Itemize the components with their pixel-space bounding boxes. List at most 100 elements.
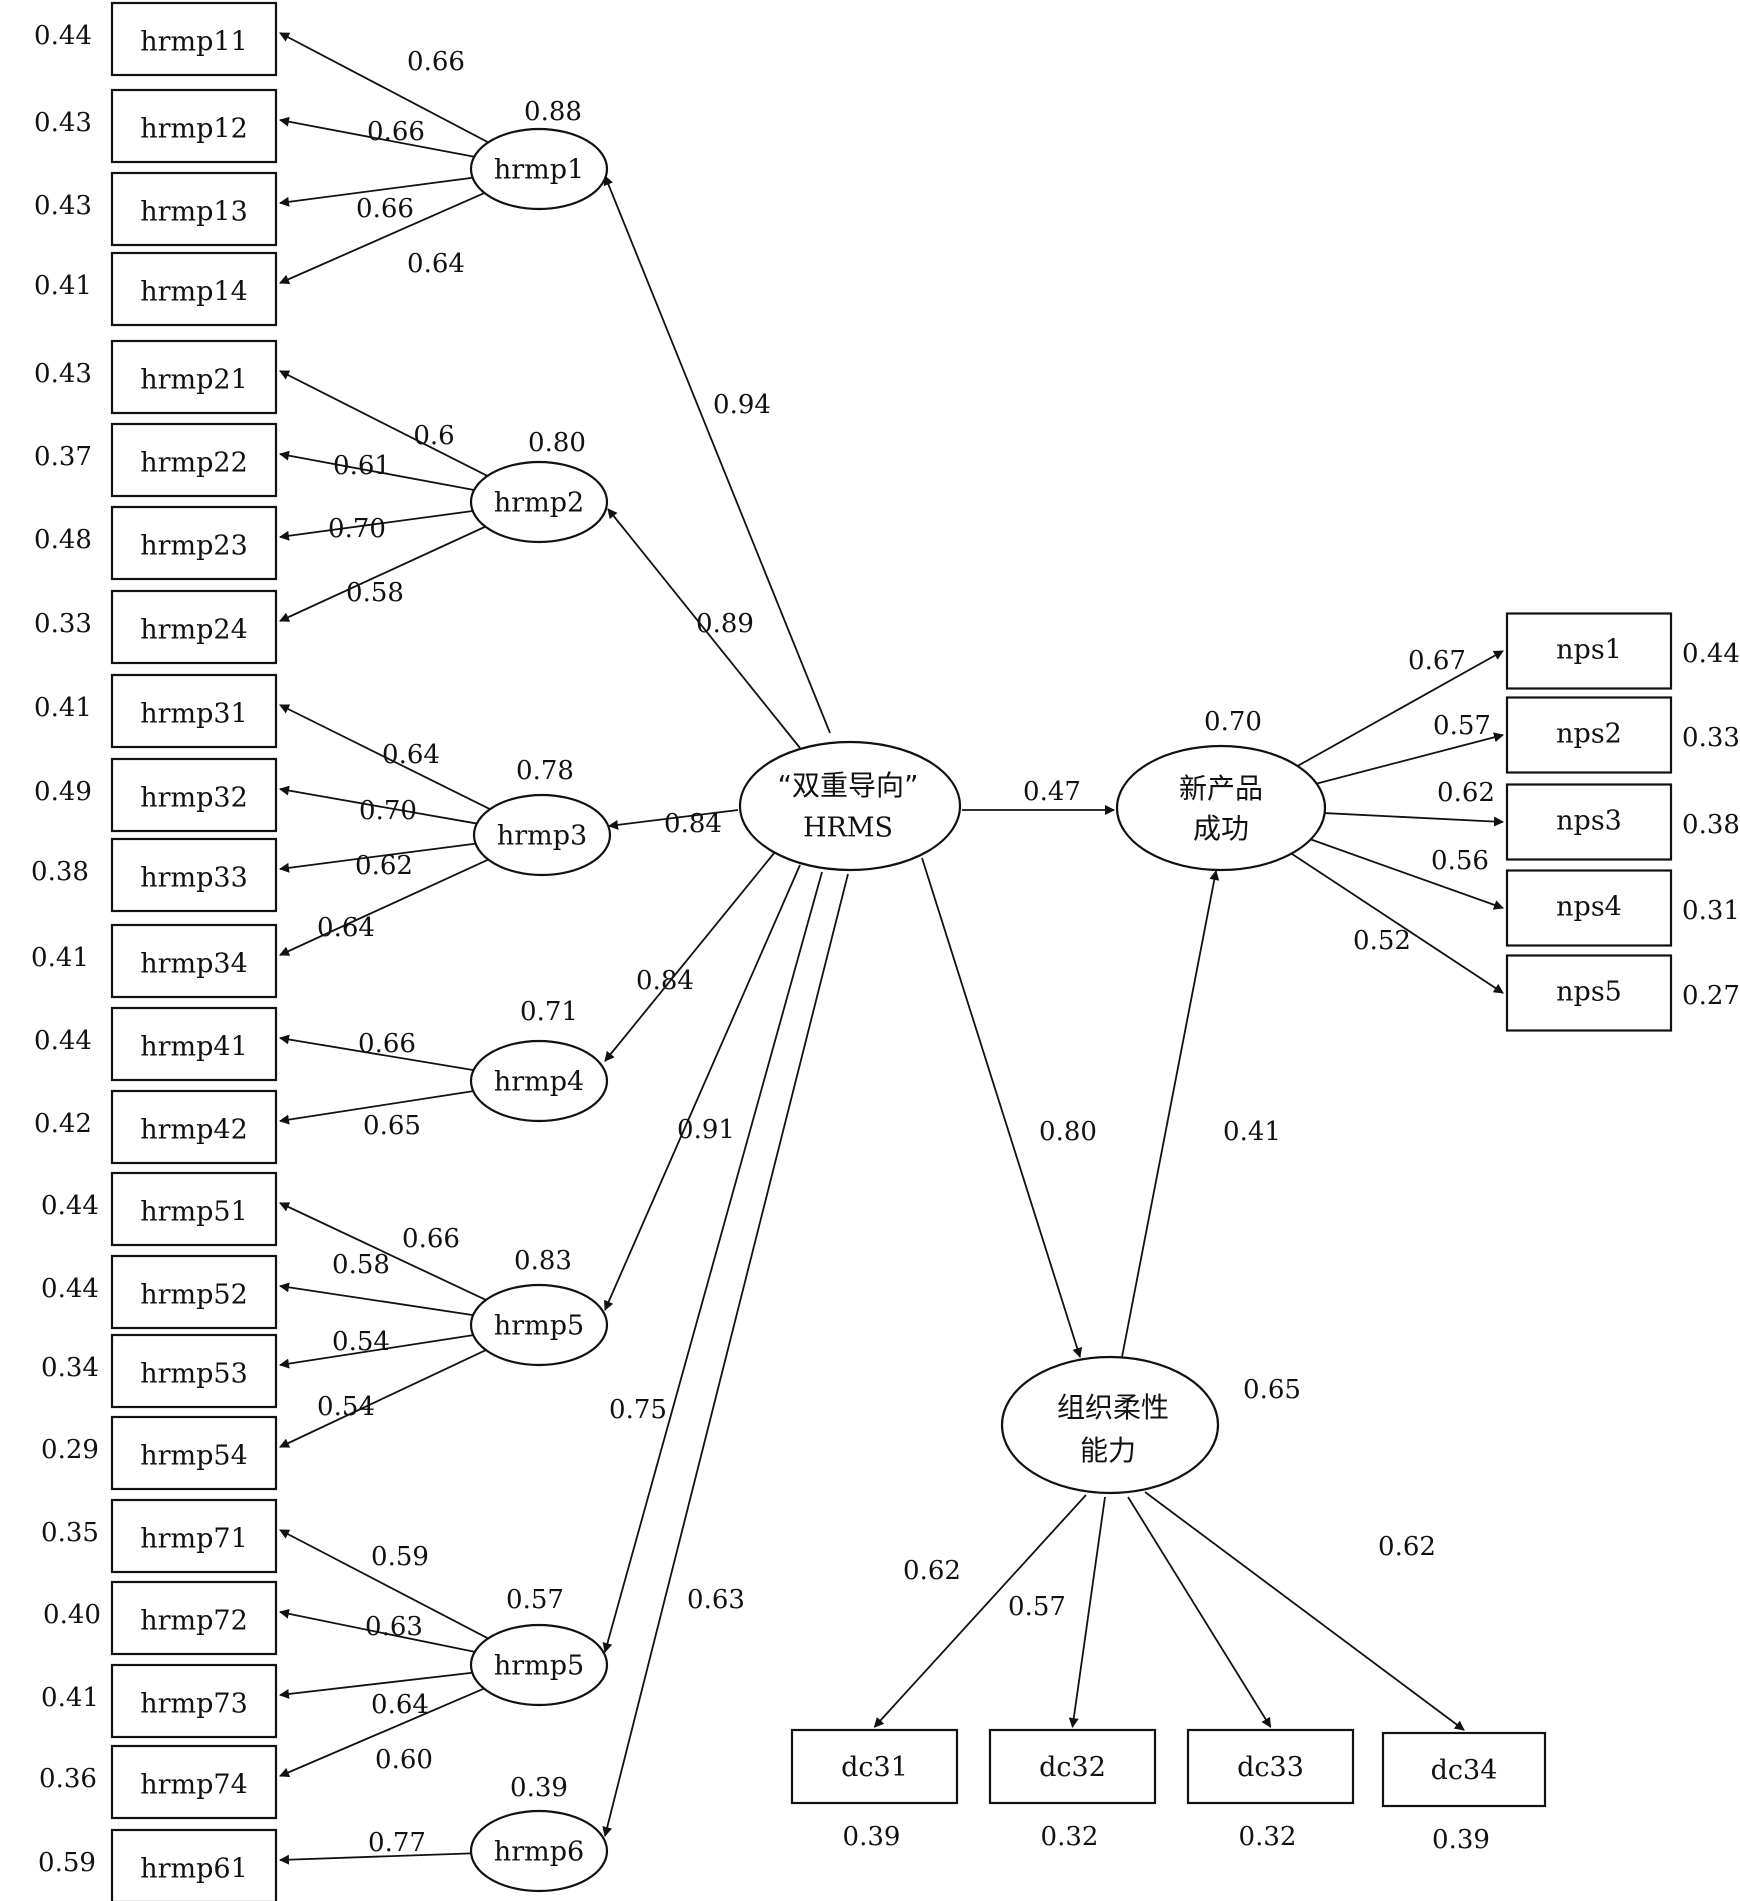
indicator-label-nps1: nps1 [1556,635,1622,666]
error-variance-hrmp74: 0.36 [39,1764,97,1794]
r-squared-hrmp6: 0.39 [510,1773,568,1803]
indicator-box-hrmp61 [110,1828,278,1901]
indicator-label-dc32: dc32 [1039,1752,1106,1783]
r-squared-hrmp5b: 0.57 [506,1585,564,1615]
indicator-box-hrmp11 [110,1,278,77]
error-variance-dc32: 0.32 [1041,1822,1099,1852]
loading-arrow-nps3 [1324,812,1504,827]
loading-hrmp54: 0.54 [317,1392,375,1422]
indicator-label-hrmp54: hrmp54 [140,1441,248,1472]
loading-hrmp42: 0.65 [363,1111,421,1141]
loading-arrow-hrmp33 [279,842,476,873]
loading-arrow-dc31 [873,1494,1087,1728]
indicator-label-hrmp74: hrmp74 [140,1770,248,1801]
error-variance-hrmp71: 0.35 [41,1518,99,1548]
second-order-arrow-hrmp6 [602,873,849,1837]
latent-nps [1115,744,1327,872]
loading-arrow-nps4 [1310,838,1504,910]
diagram-shapes [110,1,1673,1901]
indicator-box-hrmp54 [110,1415,278,1491]
loading-dc34: 0.62 [1378,1532,1436,1562]
indicator-box-hrmp42 [110,1089,278,1165]
indicator-label-hrmp24: hrmp24 [140,615,248,646]
loading-arrow-dc34 [1144,1491,1465,1731]
r-squared-hrmp5a: 0.83 [514,1246,572,1276]
second-order-arrow-hrmp2 [607,508,801,749]
loading-hrmp34: 0.64 [317,913,375,943]
indicator-label-hrmp72: hrmp72 [140,1606,248,1637]
error-variance-hrmp61: 0.59 [38,1848,96,1878]
latent-label-hrmp4: hrmp4 [494,1067,584,1098]
latent-label-hrms-line2: HRMS [803,813,893,844]
indicator-box-nps3 [1505,783,1673,861]
second-order-arrow-hrmp5a [604,864,801,1311]
indicator-label-hrmp23: hrmp23 [140,531,248,562]
indicator-box-hrmp72 [110,1580,278,1656]
error-variance-hrmp13: 0.43 [34,191,92,221]
loading-arrow-hrmp22 [279,450,475,491]
latent-hrmp6 [469,1809,609,1893]
latent-hrmp1 [469,127,609,211]
latent-label-hrmp3: hrmp3 [497,821,587,852]
loading-hrmp14: 0.64 [407,249,465,279]
loading-hrmp21: 0.6 [413,421,454,451]
latent-label-hrmp1: hrmp1 [494,155,584,186]
loading-hrmp51: 0.66 [402,1224,460,1254]
error-variance-nps2: 0.33 [1682,723,1740,753]
loading-arrow-hrmp31 [279,704,491,811]
indicator-box-hrmp52 [110,1254,278,1330]
second-order-loading-hrmp2: 0.89 [696,609,754,639]
indicator-label-dc34: dc34 [1431,1755,1498,1786]
loading-arrow-nps2 [1316,732,1504,785]
loading-hrmp52: 0.58 [332,1250,390,1280]
latent-label-ofc-line2: 能力 [1080,1434,1136,1467]
indicator-box-dc33 [1186,1728,1355,1805]
loading-hrmp11: 0.66 [407,47,465,77]
indicator-box-hrmp31 [110,673,278,749]
latent-label-nps-line1: 新产品 [1179,772,1263,805]
r-squared-hrmp1: 0.88 [524,97,582,127]
indicator-label-hrmp31: hrmp31 [140,699,248,730]
indicator-label-dc33: dc33 [1237,1752,1304,1783]
second-order-loading-hrmp4: 0.84 [636,966,694,996]
error-variance-hrmp34: 0.41 [31,943,89,973]
r-squared-hrmp2: 0.80 [528,428,586,458]
r-squared-ofc: 0.65 [1243,1375,1301,1405]
latent-hrmp2 [469,460,609,544]
latent-hrmp4 [469,1039,609,1123]
second-order-arrow-hrmp1 [603,175,831,734]
indicator-label-hrmp33: hrmp33 [140,863,248,894]
loading-arrow-hrmp32 [279,785,477,825]
indicator-label-nps4: nps4 [1556,892,1622,923]
loading-arrow-hrmp73 [279,1671,473,1699]
error-variance-nps5: 0.27 [1682,981,1740,1011]
loading-hrmp73: 0.64 [371,1690,429,1720]
indicator-box-hrmp24 [110,589,278,665]
indicator-box-hrmp34 [110,923,278,999]
error-variance-hrmp33: 0.38 [31,857,89,887]
second-order-arrow-hrmp4 [604,851,776,1062]
r-squared-hrmp3: 0.78 [516,756,574,786]
loading-arrow-dc33 [1127,1496,1272,1728]
loading-arrow-hrmp74 [279,1687,485,1778]
error-variance-dc33: 0.32 [1239,1822,1297,1852]
indicator-label-hrmp61: hrmp61 [140,1854,248,1885]
indicator-box-dc32 [988,1728,1157,1805]
loading-hrmp41: 0.66 [358,1029,416,1059]
indicator-label-nps2: nps2 [1556,719,1622,750]
path-coef-hrms-to-ofc: 0.80 [1039,1117,1097,1147]
indicator-label-hrmp42: hrmp42 [140,1115,248,1146]
loading-arrow-hrmp72 [279,1608,475,1653]
second-order-loading-hrmp5b: 0.75 [609,1395,667,1425]
error-variance-hrmp72: 0.40 [43,1600,101,1630]
second-order-loading-hrmp5a: 0.91 [677,1115,735,1145]
error-variance-hrmp23: 0.48 [34,525,92,555]
loading-hrmp33: 0.62 [355,851,413,881]
loading-arrow-hrmp34 [279,858,489,956]
loading-nps2: 0.57 [1433,711,1491,741]
loading-hrmp53: 0.54 [332,1327,390,1357]
indicator-box-hrmp22 [110,422,278,498]
path-coef-hrms-to-nps: 0.47 [1023,777,1081,807]
error-variance-hrmp22: 0.37 [34,442,92,472]
